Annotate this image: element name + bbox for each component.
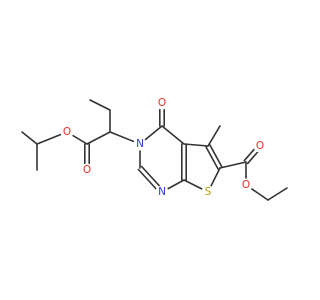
atom-label-n: N bbox=[158, 186, 166, 198]
atom-o_carbonyl_left: O bbox=[80, 163, 94, 177]
atom-o_ring_carbonyl: O bbox=[155, 96, 169, 110]
bond-c_carb_left-c_alpha bbox=[86, 131, 111, 145]
atom-label-n: N bbox=[136, 138, 144, 150]
bond-c_ring_4-c_ring_4a bbox=[161, 125, 185, 145]
bond-c_ring_6-c_ring_5-b bbox=[205, 146, 219, 170]
atom-label-o: O bbox=[158, 97, 166, 109]
atom-o_carbonyl_right: O bbox=[253, 139, 267, 153]
atom-label-background bbox=[80, 163, 94, 177]
molecule-structure-diagram: O O N O N S O O bbox=[21, 96, 288, 201]
bond-c_ring_6-c_ring_5-a bbox=[209, 144, 223, 168]
atom-label-background bbox=[239, 178, 253, 192]
atom-s_thiophene: S bbox=[201, 185, 215, 199]
atom-n_ring_3: N bbox=[133, 137, 147, 151]
bond-c_eth1-c_eth2 bbox=[89, 99, 111, 111]
bond-layer bbox=[21, 99, 288, 201]
atom-o_ester_left: O bbox=[60, 125, 74, 139]
atom-o_ester_right: O bbox=[239, 178, 253, 192]
atom-label-layer: O O N O N S O O bbox=[60, 96, 267, 199]
atom-label-background bbox=[253, 139, 267, 153]
atom-label-background bbox=[155, 185, 169, 199]
atom-label-background bbox=[201, 185, 215, 199]
bond-c_ipr_me1-c_ipr_ch bbox=[21, 131, 38, 145]
bond-c_ring_5-c_ring_4a bbox=[183, 143, 209, 147]
atom-label-background bbox=[133, 137, 147, 151]
bond-c_ring_6-c_carb_right bbox=[219, 161, 247, 169]
atom-label-background bbox=[155, 96, 169, 110]
atom-label-s: S bbox=[205, 186, 212, 198]
atom-n_ring_1: N bbox=[155, 185, 169, 199]
atom-label-o: O bbox=[83, 164, 91, 176]
atom-label-o: O bbox=[242, 179, 250, 191]
bond-c_et_ch2-c_et_ch3 bbox=[267, 187, 288, 201]
atom-label-o: O bbox=[256, 140, 264, 152]
atom-label-o: O bbox=[63, 126, 71, 138]
bond-c_ring_5-c_methyl bbox=[207, 125, 221, 147]
atom-label-background bbox=[60, 125, 74, 139]
